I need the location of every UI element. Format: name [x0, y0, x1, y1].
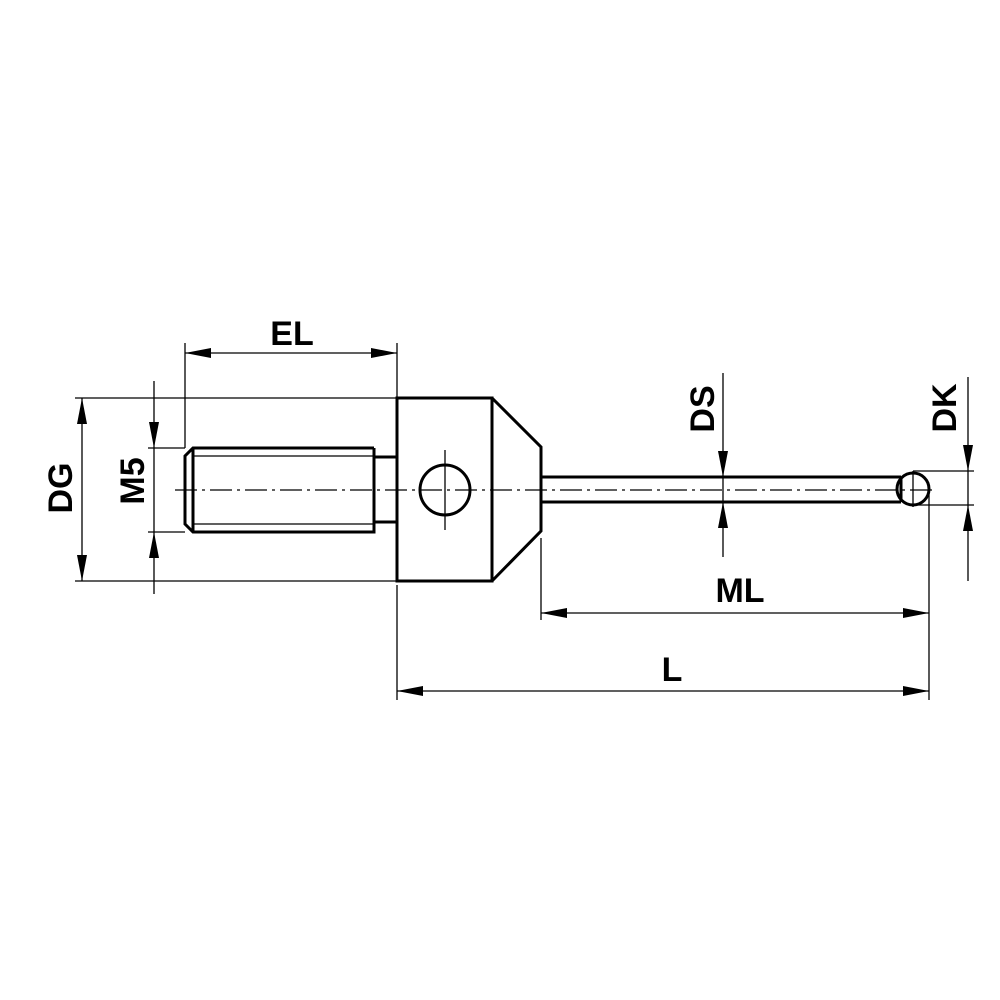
dimension-m5: M5	[114, 381, 159, 594]
label-ds: DS	[684, 385, 722, 432]
label-l: L	[662, 651, 683, 689]
label-m5: M5	[114, 457, 152, 504]
label-dg: DG	[42, 463, 80, 514]
dimension-ds: DS	[684, 373, 728, 557]
label-el: EL	[270, 315, 313, 353]
thread	[183, 446, 397, 534]
label-ml: ML	[715, 572, 764, 610]
extension-lines	[75, 343, 974, 700]
dimension-el: EL	[185, 315, 397, 358]
body	[395, 396, 543, 583]
dimension-l: L	[397, 651, 929, 696]
dimension-ml: ML	[541, 572, 929, 618]
dimension-dk: DK	[926, 377, 973, 581]
dimension-dg: DG	[42, 398, 87, 581]
label-dk: DK	[926, 383, 964, 433]
